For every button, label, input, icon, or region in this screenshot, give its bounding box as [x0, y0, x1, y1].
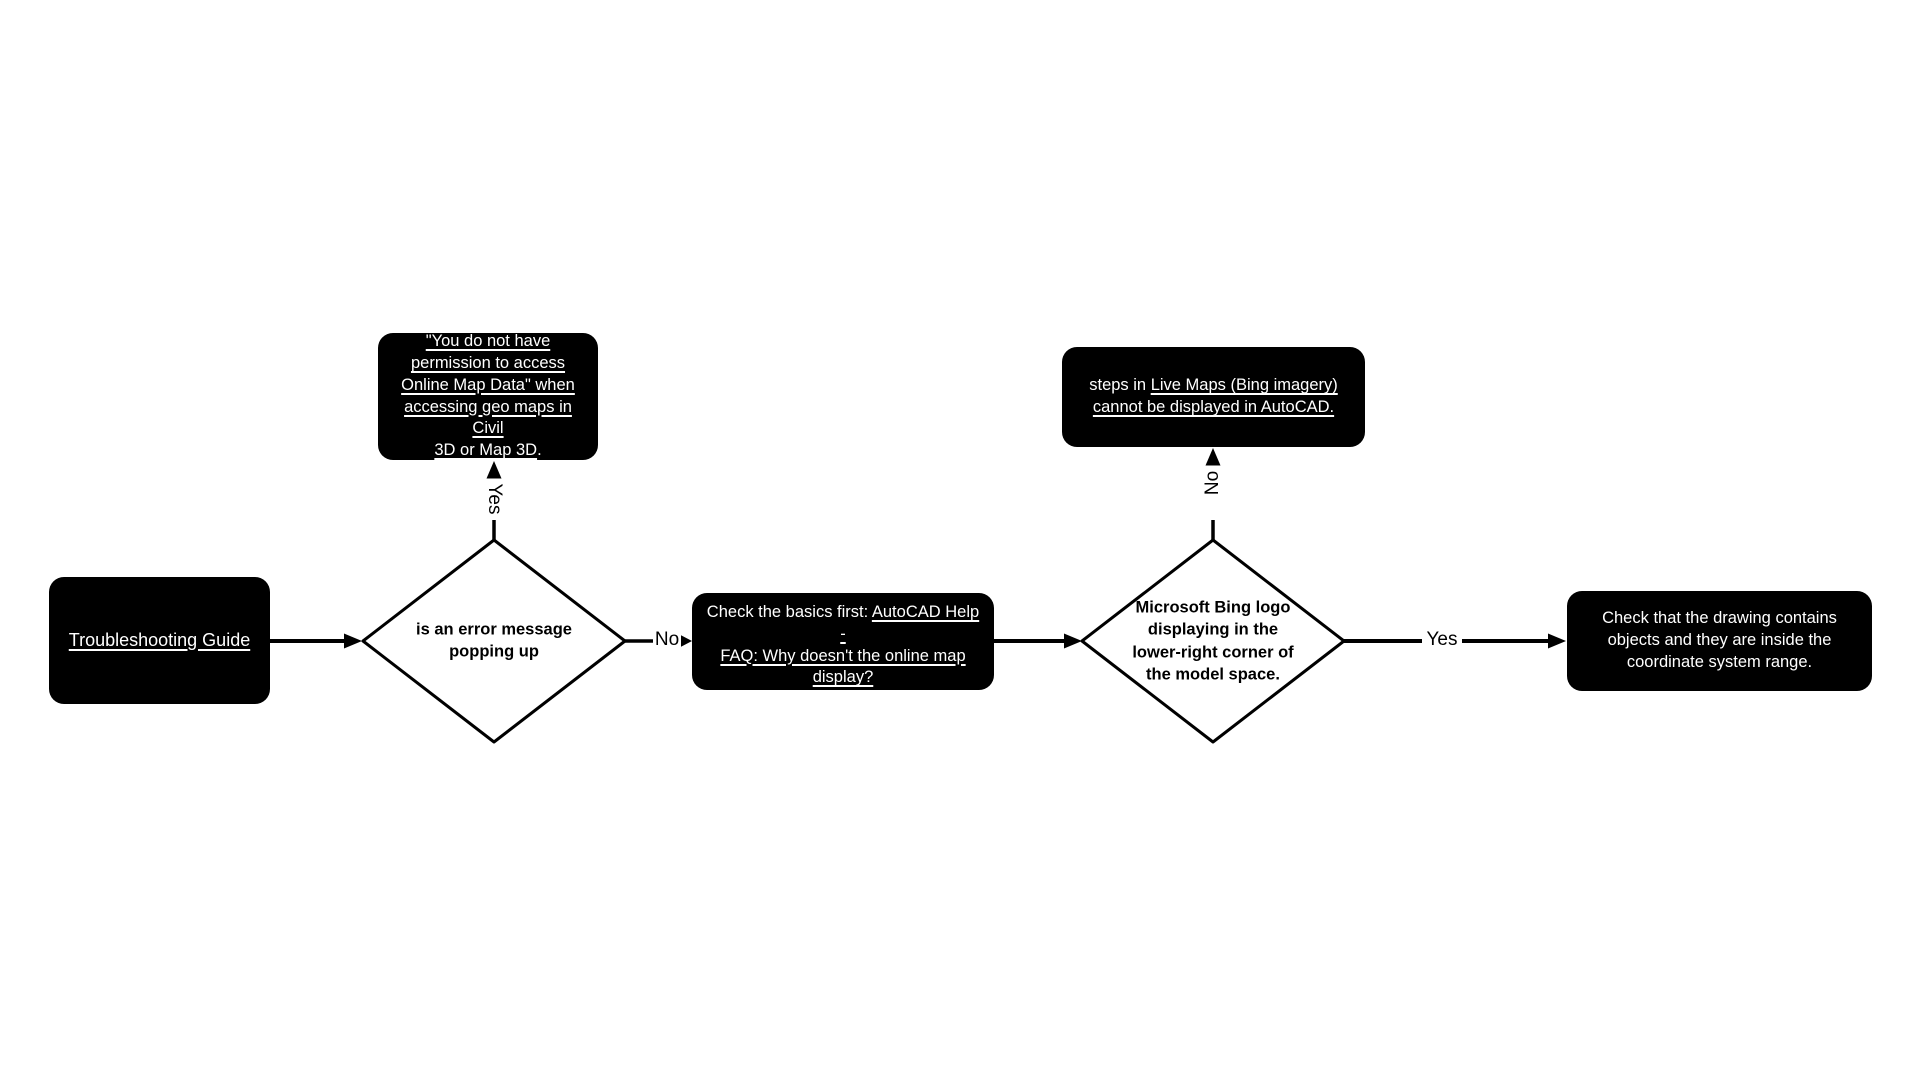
connector-start-to-decision1	[270, 633, 362, 649]
permission-error-link[interactable]: "You do not have permission to access On…	[401, 332, 575, 460]
check-basics-text: Check the basics first: AutoCAD Help - F…	[702, 602, 984, 689]
decision-error-message-shape	[361, 538, 627, 744]
arrowhead-right-icon	[1064, 633, 1082, 649]
edge-label-decision1-yes: Yes	[484, 483, 505, 515]
arrowhead-right-icon	[344, 633, 362, 649]
node-permission-error: "You do not have permission to access On…	[378, 331, 598, 462]
arrowhead-up-icon	[1205, 448, 1221, 466]
live-maps-prefix: steps in	[1089, 376, 1151, 395]
node-check-drawing: Check that the drawing contains objects …	[1567, 591, 1872, 691]
live-maps-link[interactable]: Live Maps (Bing imagery) cannot be displ…	[1092, 376, 1338, 416]
connector-basics-to-decision2	[994, 633, 1082, 649]
check-basics-link[interactable]: AutoCAD Help - FAQ: Why doesn't the onli…	[720, 603, 980, 687]
edge-label-decision2-no: No	[1202, 470, 1223, 496]
check-basics-prefix: Check the basics first:	[706, 603, 872, 621]
decision-bing-logo-shape	[1080, 538, 1346, 744]
connector-decision2-no	[1205, 448, 1221, 540]
check-drawing-text: Check that the drawing contains objects …	[1602, 609, 1837, 671]
node-live-maps: steps in Live Maps (Bing imagery) cannot…	[1062, 347, 1365, 447]
connector-decision1-yes	[486, 461, 502, 540]
node-troubleshooting-guide: Troubleshooting Guide	[49, 577, 270, 704]
arrowhead-up-icon	[486, 461, 502, 479]
edge-label-decision1-no: No	[654, 629, 680, 650]
node-check-basics: Check the basics first: AutoCAD Help - F…	[692, 593, 994, 690]
arrowhead-right-icon	[1548, 633, 1566, 649]
troubleshooting-guide-link[interactable]: Troubleshooting Guide	[68, 629, 251, 650]
live-maps-text: steps in Live Maps (Bing imagery) cannot…	[1089, 375, 1338, 419]
decision-error-message-label: is an error message popping up	[416, 620, 572, 661]
connector-decision1-no	[625, 635, 692, 647]
permission-error-text: "You do not have permission to access On…	[388, 331, 588, 462]
decision-bing-logo-label: Microsoft Bing logo displaying in the lo…	[1132, 598, 1294, 684]
arrowhead-right-small-icon	[681, 635, 692, 647]
connector-decision2-yes	[1344, 633, 1566, 649]
permission-error-suffix: .	[537, 441, 542, 460]
edge-label-decision2-yes: Yes	[1426, 629, 1458, 650]
